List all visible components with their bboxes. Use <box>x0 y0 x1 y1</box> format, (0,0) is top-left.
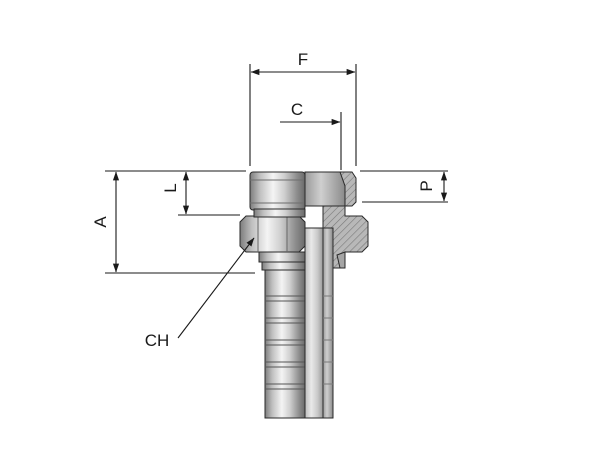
ch-leader <box>177 237 255 339</box>
thread-relief <box>253 208 306 218</box>
dim-label-p: P <box>417 180 436 191</box>
dimensions: F C L A P CH <box>91 50 448 350</box>
tail-wall-section <box>322 227 334 419</box>
tail-wall-ribs <box>323 295 333 385</box>
collar <box>258 251 306 263</box>
dim-label-c: C <box>291 100 303 119</box>
hex-nut <box>239 215 306 253</box>
dim-label-a: A <box>91 216 110 228</box>
dim-label-f: F <box>298 50 308 69</box>
hose-tail <box>264 267 306 419</box>
tail-barbs <box>265 295 305 390</box>
thread-top <box>249 171 306 211</box>
seat-surface <box>304 171 346 207</box>
dim-label-l: L <box>161 183 180 192</box>
dim-label-ch: CH <box>145 331 170 350</box>
bore <box>304 227 324 419</box>
collar-neck <box>261 261 306 271</box>
fitting-body <box>239 171 369 419</box>
